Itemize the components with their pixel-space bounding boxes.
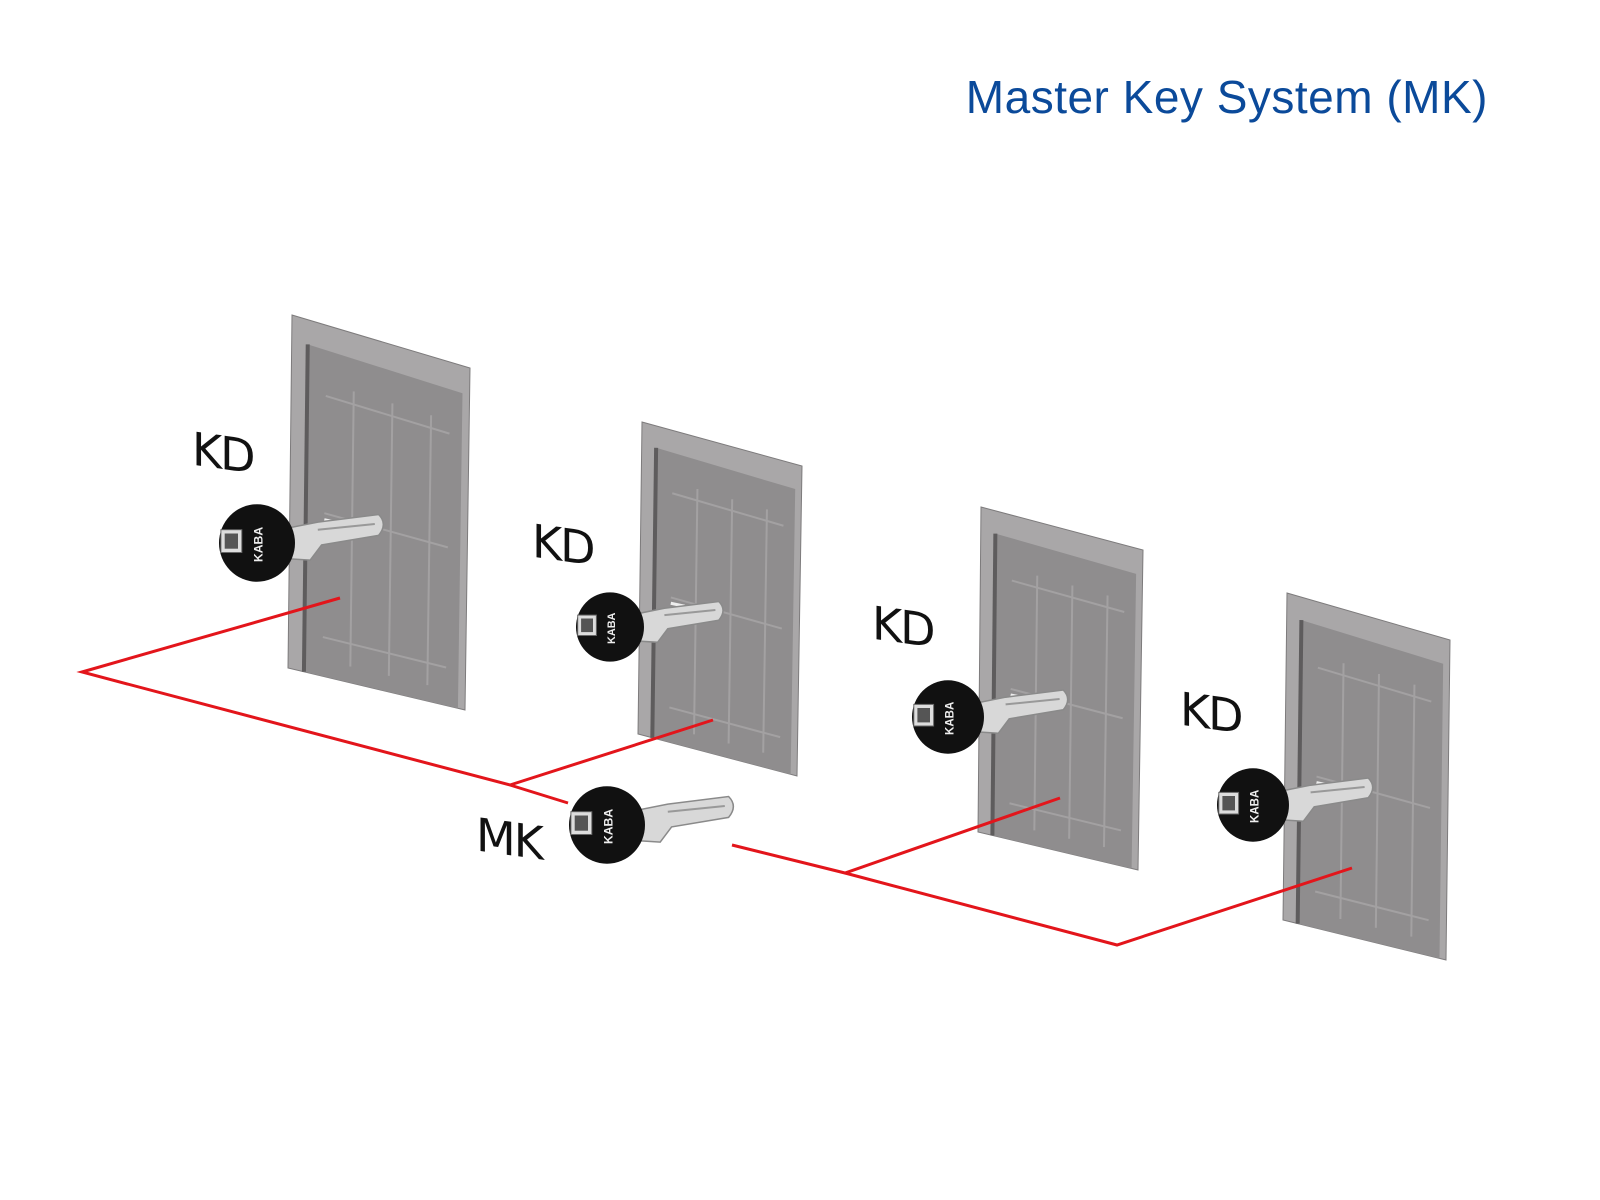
key-clip-window	[917, 708, 930, 723]
key-clip-window	[581, 618, 593, 633]
diagram-title: Master Key System (MK)	[965, 71, 1488, 123]
door-groove	[322, 636, 447, 669]
key-head	[576, 592, 644, 662]
door-4-label: KD	[1180, 681, 1242, 745]
connection-line	[76, 596, 714, 787]
door-groove	[426, 415, 433, 686]
key-head	[912, 680, 984, 754]
connection-line	[844, 866, 1353, 947]
door-groove	[671, 492, 784, 527]
connection-line	[509, 783, 569, 805]
door-groove	[1314, 890, 1429, 922]
door-groove	[387, 403, 394, 676]
key-brand-logo: KABA	[944, 701, 956, 735]
door-2-key: KABA	[576, 592, 724, 662]
door-groove	[1317, 666, 1432, 703]
key-brand-logo: KABA	[1249, 789, 1261, 823]
door-groove	[727, 499, 734, 744]
door-2-label: KD	[532, 513, 594, 577]
door-groove	[1374, 673, 1380, 928]
door-groove	[1410, 684, 1416, 937]
door-groove	[1102, 595, 1109, 848]
door-edge-shadow	[650, 447, 659, 738]
key-groove	[664, 609, 716, 617]
door-groove	[1068, 585, 1074, 839]
door-3-key: KABA	[912, 680, 1069, 754]
key-brand-logo: KABA	[606, 612, 618, 644]
key-clip-window	[574, 815, 588, 831]
door-groove	[1011, 579, 1125, 613]
key-head	[219, 504, 295, 582]
master-key: KABA	[569, 786, 735, 864]
door-2	[637, 421, 803, 777]
key-groove	[1005, 698, 1060, 706]
door-4-key: KABA	[1217, 768, 1374, 842]
door-3	[977, 506, 1144, 871]
door-edge-shadow	[1295, 620, 1304, 924]
door-groove	[762, 509, 768, 753]
master-key-label: MK	[476, 807, 542, 871]
door-groove	[669, 706, 781, 739]
key-brand-logo: KABA	[252, 527, 266, 562]
door-edge-shadow	[301, 344, 310, 672]
key-blade	[629, 795, 735, 843]
key-groove	[667, 805, 725, 813]
door-4	[1282, 592, 1451, 961]
door-groove	[670, 596, 783, 630]
key-head	[569, 786, 645, 864]
key-clip-window	[1222, 796, 1235, 811]
door-edge-shadow	[990, 533, 998, 836]
door-1	[287, 314, 471, 711]
door-3-label: KD	[872, 595, 934, 659]
key-head	[1217, 768, 1289, 842]
key-clip-window	[224, 533, 238, 549]
door-groove	[325, 394, 450, 435]
key-groove	[1310, 786, 1365, 794]
key-groove	[317, 523, 375, 531]
door-1-key: KABA	[219, 504, 385, 582]
door-1-label: KD	[192, 421, 254, 485]
key-brand-logo: KABA	[602, 809, 616, 844]
